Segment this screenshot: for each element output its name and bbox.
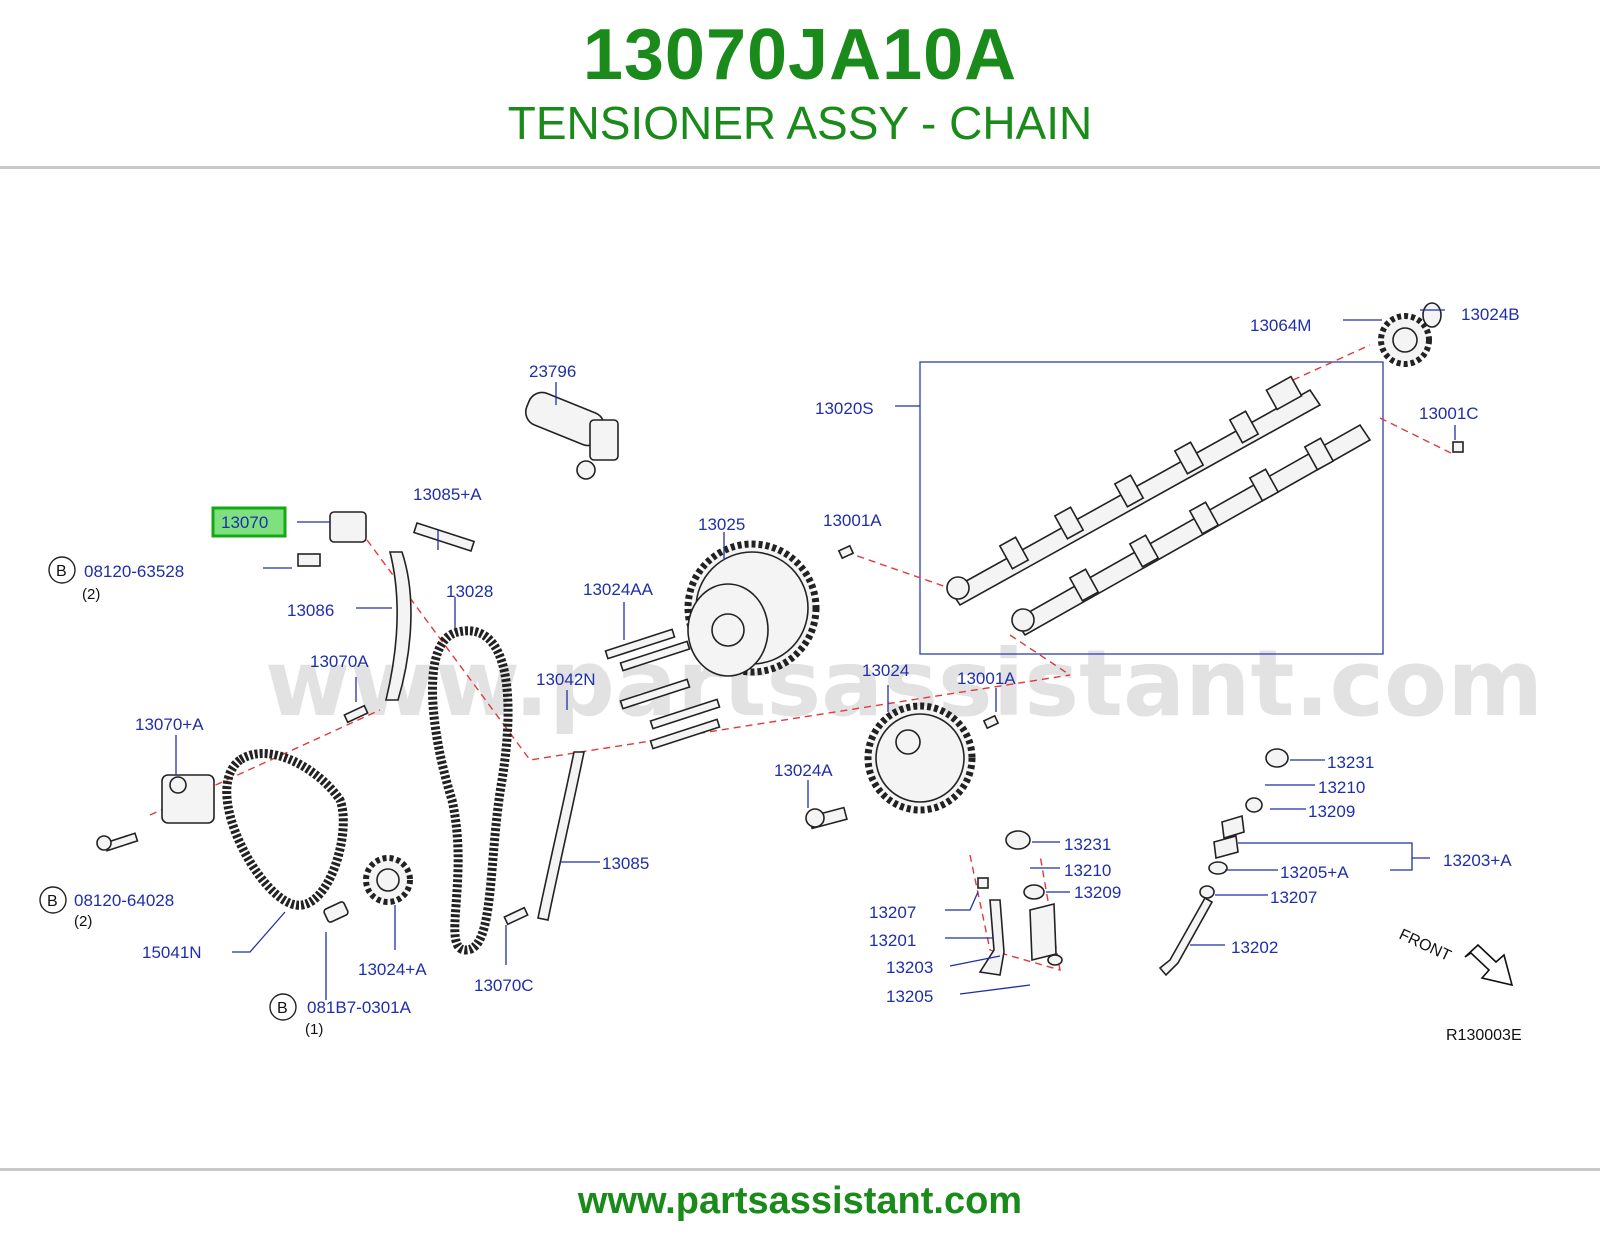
camshaft-group-box xyxy=(919,361,1384,655)
callout-13085[interactable]: 13085 xyxy=(602,854,649,873)
callout-13070-plus-A[interactable]: 13070+A xyxy=(135,715,204,734)
callout-13203[interactable]: 13203 xyxy=(886,958,933,977)
slide-plate-13085A xyxy=(412,521,476,553)
callout-13028[interactable]: 13028 xyxy=(446,582,493,601)
quantity-08120-64028: (2) xyxy=(74,913,92,930)
camshaft-sprocket-13024 xyxy=(864,702,976,814)
callout-13024-plus-A[interactable]: 13024+A xyxy=(358,960,427,979)
callout-13086[interactable]: 13086 xyxy=(287,601,334,620)
callout-13205A[interactable]: 13205+A xyxy=(1280,863,1349,882)
callout-13070C[interactable]: 13070C xyxy=(474,976,534,995)
callout-13024A[interactable]: 13024A xyxy=(774,761,833,780)
highlight-box-13070 xyxy=(211,506,287,538)
callout-labels: 23796 13070 13085+A 08120-63528 (2) 1308… xyxy=(74,305,1520,1038)
callout-13042N[interactable]: 13042N xyxy=(536,670,596,689)
part-name-subtitle: TENSIONER ASSY - CHAIN xyxy=(507,97,1093,149)
callout-13024B[interactable]: 13024B xyxy=(1461,305,1520,324)
tensioner-13070A-plus xyxy=(161,774,215,824)
leader-lines xyxy=(175,309,1456,1000)
valve-train xyxy=(977,748,1289,977)
callout-13001A-bottom[interactable]: 13001A xyxy=(957,669,1016,688)
callout-13025[interactable]: 13025 xyxy=(698,515,745,534)
callout-13207-a[interactable]: 13207 xyxy=(1270,888,1317,907)
bolt-marker-icon xyxy=(39,886,67,914)
footer-url[interactable]: www.partsassistant.com xyxy=(577,1180,1023,1222)
quantity-081B7-0301A: (1) xyxy=(305,1021,323,1038)
callout-13070[interactable]: 13070 xyxy=(221,513,268,532)
quantity-08120-63528: (2) xyxy=(82,586,100,603)
callout-13064M[interactable]: 13064M xyxy=(1250,316,1311,335)
callout-15041N[interactable]: 15041N xyxy=(142,943,202,962)
callout-08120-64028[interactable]: 08120-64028 xyxy=(74,891,174,910)
callout-13085A[interactable]: 13085+A xyxy=(413,485,482,504)
bolt-marker-label: B xyxy=(56,563,67,580)
callout-081B7-0301A[interactable]: 081B7-0301A xyxy=(307,998,412,1017)
chain-guide-13086 xyxy=(384,551,412,701)
callout-13231-a[interactable]: 13231 xyxy=(1327,753,1374,772)
camshaft-exhaust xyxy=(1011,423,1372,637)
footer-divider xyxy=(0,1168,1600,1171)
front-label: FRONT xyxy=(1396,926,1453,965)
callout-13231-b[interactable]: 13231 xyxy=(1064,835,1111,854)
vtc-sprocket-13025 xyxy=(684,540,820,677)
callout-13203A[interactable]: 13203+A xyxy=(1443,851,1512,870)
front-indicator: FRONT xyxy=(1396,926,1514,987)
callout-13070A[interactable]: 13070A xyxy=(310,652,369,671)
timing-chain-15041N xyxy=(222,749,348,910)
bolt-marker-label: B xyxy=(47,893,58,910)
callout-13024[interactable]: 13024 xyxy=(862,661,909,680)
callout-13207-b[interactable]: 13207 xyxy=(869,903,916,922)
callout-13205[interactable]: 13205 xyxy=(886,987,933,1006)
callout-13210-a[interactable]: 13210 xyxy=(1318,778,1365,797)
header-divider xyxy=(0,166,1600,169)
callout-13020S[interactable]: 13020S xyxy=(815,399,874,418)
callout-13202[interactable]: 13202 xyxy=(1231,938,1278,957)
callout-13210-b[interactable]: 13210 xyxy=(1064,861,1111,880)
bolt-markers: B B B xyxy=(39,556,297,1021)
bolt-marker-label: B xyxy=(277,1000,288,1017)
front-arrow-icon xyxy=(1464,943,1514,987)
page-header: 13070JA10A TENSIONER ASSY - CHAIN xyxy=(0,0,1600,170)
diagram-code: R130003E xyxy=(1446,1027,1522,1044)
callout-13209-b[interactable]: 13209 xyxy=(1074,883,1121,902)
callout-23796[interactable]: 23796 xyxy=(529,362,576,381)
callout-13024AA[interactable]: 13024AA xyxy=(583,580,654,599)
callout-13001C[interactable]: 13001C xyxy=(1419,404,1479,423)
sprocket-13064M xyxy=(1378,302,1442,367)
part-number-title: 13070JA10A xyxy=(582,15,1018,95)
callout-13201[interactable]: 13201 xyxy=(869,931,916,950)
bolt-marker-icon xyxy=(269,993,297,1021)
chain-guide-13085 xyxy=(537,751,585,921)
callout-13209-a[interactable]: 13209 xyxy=(1308,802,1355,821)
bolt-marker-icon xyxy=(48,556,76,584)
cam-lobes xyxy=(998,410,1335,602)
timing-chain-13028 xyxy=(428,626,513,955)
bolts xyxy=(96,441,1464,926)
tensioner-13070 xyxy=(297,511,367,567)
crank-sprocket-13024plusA xyxy=(363,855,413,905)
callout-13001A-top[interactable]: 13001A xyxy=(823,511,882,530)
callout-08120-63528[interactable]: 08120-63528 xyxy=(84,562,184,581)
solenoid-23796 xyxy=(524,391,619,480)
